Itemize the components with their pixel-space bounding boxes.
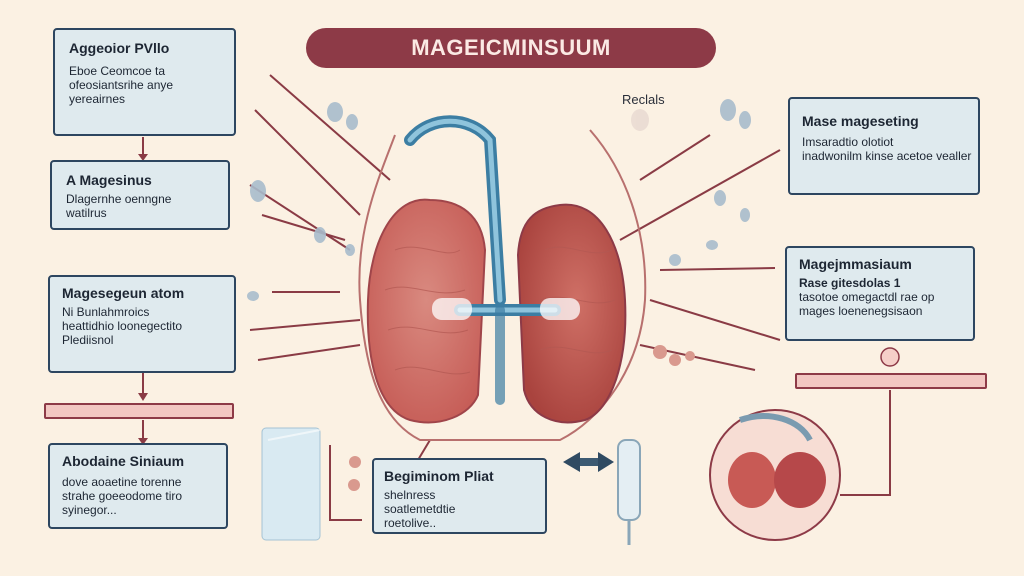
top-note: Reclals — [622, 92, 665, 107]
flow-arrows — [138, 137, 148, 445]
left-lung — [366, 198, 487, 424]
box-line: dove aoaetine torenne — [62, 475, 182, 489]
box-heading: Aggeoior PVllo — [69, 40, 170, 56]
box-heading: Magejmmasiaum — [799, 256, 912, 272]
box-line: Dlagernhe oenngne — [66, 192, 172, 206]
box-line: watilrus — [66, 206, 107, 220]
box-line: inadwonilm kinse acetoe vealler — [802, 149, 972, 163]
box-line: shelnress — [384, 488, 436, 502]
box-heading: Begiminom Pliat — [384, 468, 494, 484]
double-arrow — [563, 452, 614, 472]
box-line: tasotoe omegactdl rae op — [799, 290, 935, 304]
left-divider-bar — [44, 403, 234, 419]
torso-outline — [358, 129, 647, 441]
box-heading: Abodaine Siniaum — [62, 453, 185, 469]
box-line: soatlemetdtie — [384, 502, 456, 516]
box-line: ofeosiantsrihe anye — [69, 78, 174, 92]
box-line: Imsaradtio olotiot — [802, 135, 894, 149]
info-box-bottom-center: Begiminom Pliat shelnress soatlemetdtie … — [372, 458, 547, 534]
bronchi-clip — [432, 298, 472, 320]
box-line: Eboe Ceomcoe ta — [69, 64, 166, 78]
box-line: syinegor... — [62, 503, 117, 517]
organ-circle — [709, 409, 841, 541]
info-box-top-right: Mase mageseting Imsaradtio olotiot inadw… — [788, 97, 980, 195]
info-box-lower-left: Magesegeun atom Ni Bunlahmroics heattidh… — [48, 275, 236, 373]
info-box-top-left: Aggeoior PVllo Eboe Ceomcoe ta ofeosiant… — [53, 28, 236, 136]
vial — [261, 427, 321, 541]
box-heading: A Magesinus — [66, 172, 152, 188]
info-box-mid-right: Magejmmasiaum Rase gitesdolas 1 tasotoe … — [785, 246, 975, 341]
box-line: Plediisnol — [62, 333, 114, 347]
box-line: roetolive.. — [384, 516, 437, 530]
right-divider-bar — [795, 373, 987, 389]
info-box-bottom-left: Abodaine Siniaum dove aoaetine torenne s… — [48, 443, 228, 529]
box-heading: Magesegeun atom — [62, 285, 185, 301]
box-heading: Mase mageseting — [802, 113, 919, 129]
droplets — [247, 99, 751, 301]
box-line: heattidhio loonegectito — [62, 319, 183, 333]
box-line: Ni Bunlahmroics — [62, 305, 150, 319]
box-line: mages loenenegsisaon — [799, 304, 923, 318]
box-line: Rase gitesdolas 1 — [799, 276, 901, 290]
trachea — [404, 115, 561, 405]
box-line: yereairnes — [69, 92, 126, 106]
info-box-mid-left: A Magesinus Dlagernhe oenngne watilrus — [50, 160, 230, 230]
pink-beads — [348, 345, 695, 491]
iv-device — [617, 439, 641, 521]
lung-texture — [384, 246, 616, 375]
page-title: MAGEICMINSUUM — [306, 28, 716, 68]
box-line: strahe goeeodome tiro — [62, 489, 183, 503]
